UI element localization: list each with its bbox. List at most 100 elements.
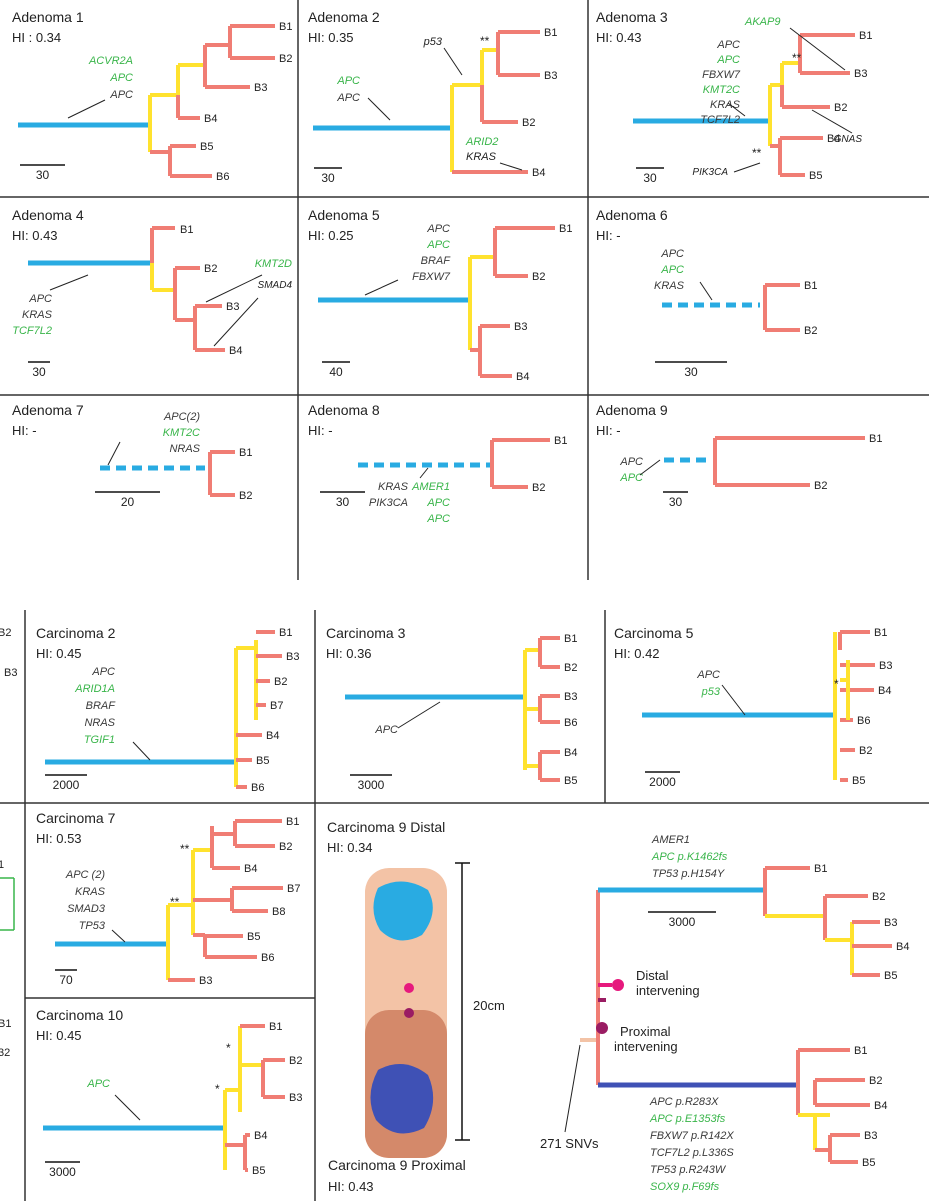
leader-line [699,281,713,301]
mutation-label: KMT2C [703,84,740,96]
panel-title: Carcinoma 9 Proximal [328,1157,466,1173]
branch-label: B1 [874,627,887,639]
branch-label: B1 [279,21,292,33]
branch-label: B4 [254,1130,267,1142]
mutation-label: KMT2D [255,258,292,270]
scale-label: 30 [321,171,335,185]
branch-label: B2 [872,891,885,903]
branch-label: B3 [226,301,239,313]
asterisk: ** [180,842,190,856]
distal-intervening-dot [404,983,414,993]
leader-line [205,274,263,303]
branch-label: B5 [862,1157,875,1169]
mutation-label: APC [426,513,450,525]
branch-label: B5 [564,775,577,787]
mutation-label: APC [426,223,450,235]
scale-label: 2000 [649,775,676,789]
leader-line [733,162,761,173]
mutation-label: APC [660,264,684,276]
leader-line [67,99,106,119]
panel-title: Carcinoma 5 [614,625,694,641]
mutation-label: FBXW7 [702,69,741,81]
branch-label: B3 [4,667,17,679]
leader-line [789,27,846,71]
leader-line [111,929,126,943]
panel-title: Carcinoma 2 [36,625,116,641]
mutation-label: APC(2) [163,411,200,423]
heterogeneity-index: HI: - [308,423,333,438]
branch-label: B1 [869,433,882,445]
scale-label: 30 [336,495,350,509]
mutation-label: NRAS [169,443,200,455]
asterisk: * [834,677,839,691]
panel-title: Adenoma 2 [308,9,380,25]
mutation-label: KRAS [466,151,497,163]
mutation-label: BRAF [421,255,452,267]
branch-label: B3 [514,321,527,333]
branch-label: B4 [896,941,909,953]
panel-title: Carcinoma 10 [36,1007,123,1023]
heterogeneity-index: HI: 0.43 [596,30,642,45]
mutation-label: KMT2C [163,427,200,439]
heterogeneity-index: HI: 0.36 [326,646,372,661]
leader-line [727,102,746,117]
branch-label: B3 [544,70,557,82]
branch-label: B2 [522,117,535,129]
mutation-label: AMER1 [651,834,690,846]
branch-label: B6 [261,952,274,964]
ruler-label: 20cm [473,998,505,1013]
heterogeneity-index: HI: 0.34 [327,840,373,855]
heterogeneity-index: HI: 0.25 [308,228,354,243]
proximal-node [596,1022,608,1034]
mutation-label: APC [109,72,133,84]
mutation-label: APC p.E1353fs [649,1113,726,1125]
branch-label: B3 [289,1092,302,1104]
branch-label: B4 [878,685,891,697]
branch-label: B3 [564,691,577,703]
mutation-label: APC [426,239,450,251]
mutation-label: APC [336,75,360,87]
mutation-label: KRAS [378,481,409,493]
branch-label: B1 [559,223,572,235]
branch-label: B4 [564,747,577,759]
mutation-label: NRAS [84,717,115,729]
branch-label: B2 [804,325,817,337]
branch-label: B2 [869,1075,882,1087]
branch-label: B2 [279,53,292,65]
panel-title: Adenoma 9 [596,402,668,418]
branch-label: B2 [834,102,847,114]
asterisk: ** [752,146,762,160]
branch-label: B5 [200,141,213,153]
distal-tumour [373,881,433,941]
branch-label: B6 [564,717,577,729]
mutation-label: APC (2) [65,869,105,881]
scale-label: 2000 [53,778,80,792]
asterisk: * [215,1082,220,1096]
branch-label: B2 [532,271,545,283]
mutation-label: ARID2 [465,136,498,148]
mutation-label: p53 [423,36,443,48]
scale-label: 3000 [358,778,385,792]
branch-label: B2 [279,841,292,853]
mutation-label: PIK3CA [369,497,408,509]
scale-label: 3000 [669,915,696,929]
branch-label: B2 [204,263,217,275]
branch-label: B3 [864,1130,877,1142]
panel-title: Adenoma 6 [596,207,668,223]
branch-label: B6 [216,171,229,183]
mutation-label: TCF7L2 [12,325,52,337]
scale-label: 30 [36,168,50,182]
branch-label: B5 [852,775,865,787]
mutation-label: p53 [701,686,721,698]
mutation-label: TCF7L2 [700,114,740,126]
leader-line [114,1094,141,1121]
mutation-label: TGIF1 [84,734,115,746]
mutation-label: APC p.K1462fs [651,851,728,863]
intervening-label: Distal [636,968,669,983]
branch-label: B4 [204,113,217,125]
mutation-label: AKAP9 [744,16,780,28]
branch-label: B8 [272,906,285,918]
scale-label: 30 [32,365,46,379]
branch-label: B6 [251,782,264,794]
